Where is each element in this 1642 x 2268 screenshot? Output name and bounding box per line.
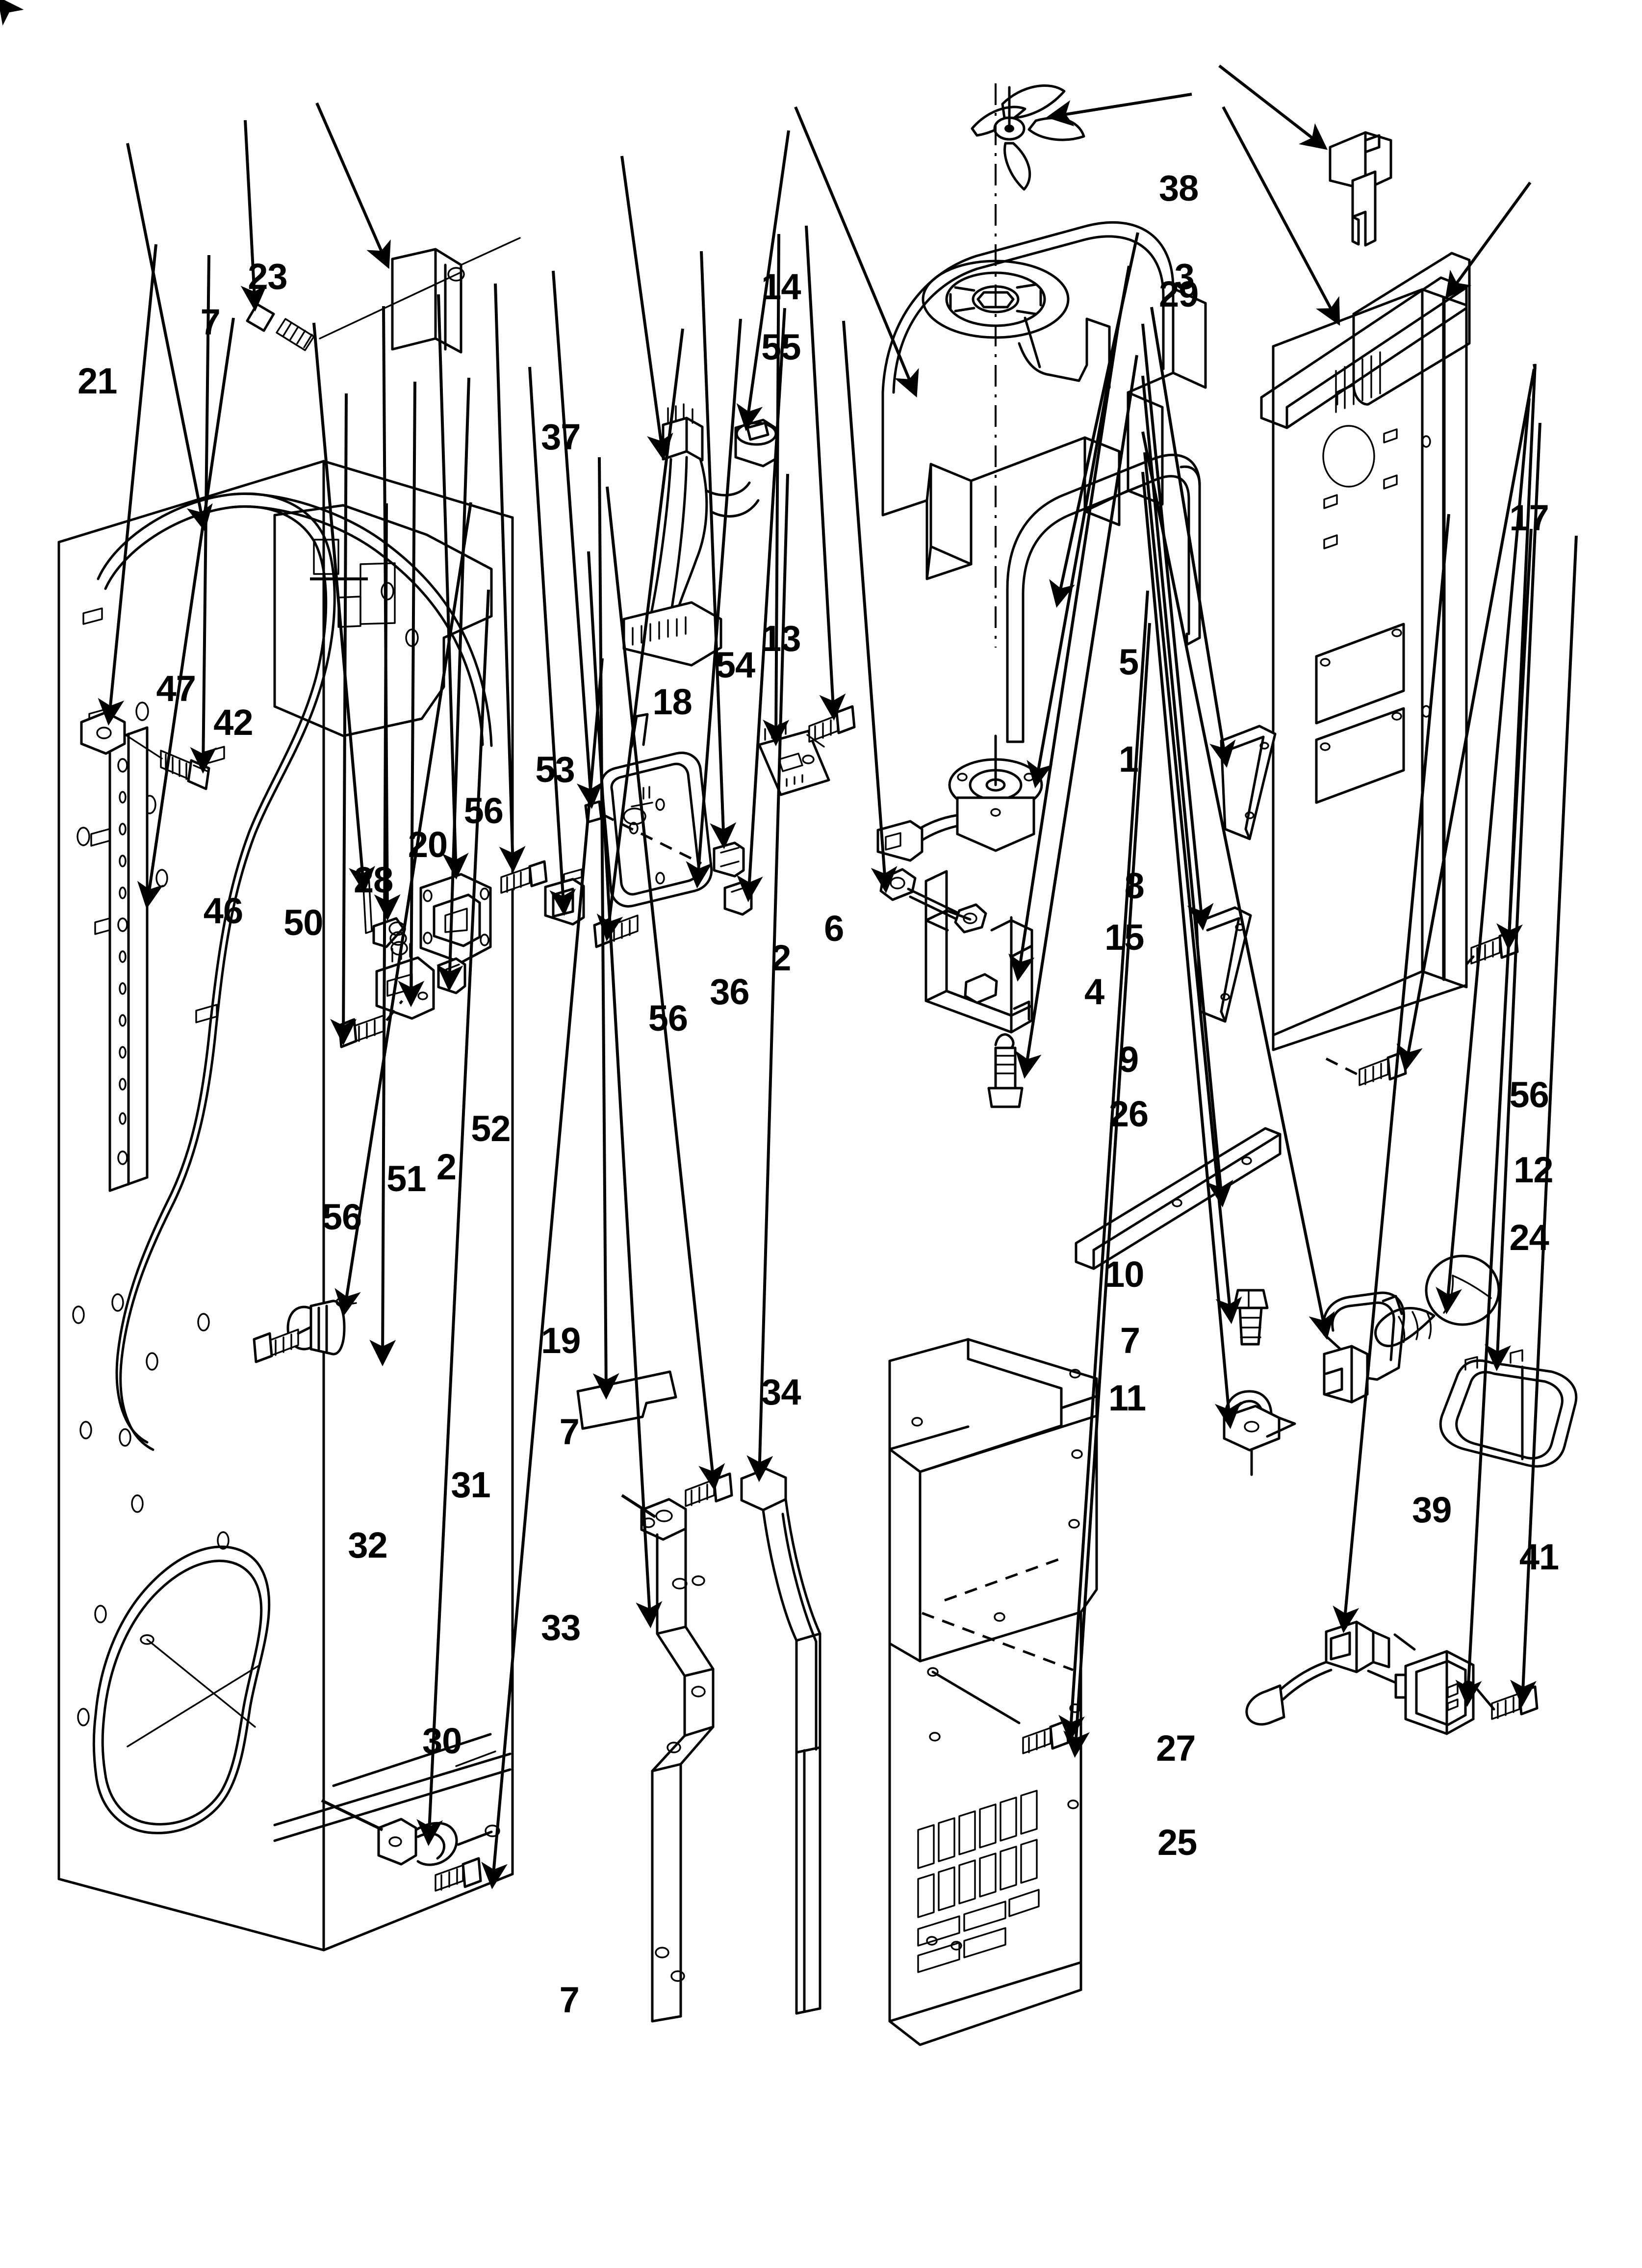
callout-24-light-lens-cover: 24 [1509, 1217, 1549, 1258]
part-1-evaporator-fan-motor [876, 734, 1043, 862]
part-19-insulation-pad [576, 1370, 677, 1430]
callout-34-handle-trim-rail: 34 [761, 1372, 801, 1412]
callout-31-grommet-bushing: 31 [451, 1464, 490, 1505]
callout-7-screw: 7 [559, 1980, 580, 2020]
callout-7-screw: 7 [559, 1411, 580, 1452]
part-14-fan-shroud-housing [881, 83, 1207, 648]
callout-2-grommet: 2 [771, 938, 791, 978]
part-32-screw-mount [253, 1326, 311, 1363]
part-34-handle-trim-rail [740, 1467, 821, 2015]
callout-46-shelf-support-ladder-rail: 46 [203, 890, 243, 931]
callout-14-fan-shroud-housing: 14 [761, 266, 801, 307]
part-20-dispenser-housing-plate [419, 873, 492, 964]
callout-41-control-switch-module: 41 [1519, 1537, 1559, 1577]
callout-39-thermistor-lead: 39 [1412, 1489, 1452, 1530]
callout-56-screw-washer-head: 56 [1509, 1074, 1549, 1115]
callout-25-rear-access-vent-panel: 25 [1157, 1822, 1197, 1863]
part-46-shelf-support-ladder-rail [108, 726, 149, 1192]
part-9-screw-pan-head [987, 1033, 1024, 1108]
part-26-kick-trim-rail [1075, 1127, 1282, 1270]
callout-37-wiring-harness: 37 [541, 417, 581, 457]
callout-7-screw: 7 [1120, 1320, 1140, 1361]
part-25-rear-access-vent-panel [888, 1338, 1098, 2046]
callout-33-hinge-support-bracket: 33 [541, 1607, 581, 1648]
callout-56-screw-washer-head: 56 [463, 790, 504, 831]
callout-42-screw-rail: 42 [213, 702, 253, 743]
part-21-freezer-outer-cabinet [57, 460, 514, 1952]
callout-15-liner-trim-strip-lower: 15 [1104, 917, 1144, 958]
callout-5-air-duct-baffle: 5 [1118, 642, 1139, 682]
callout-19-insulation-pad: 19 [541, 1320, 581, 1361]
callout-51-switch-assembly: 51 [386, 1158, 426, 1199]
callout-56-screw-washer-head: 56 [648, 998, 688, 1039]
callout-11-wire-clamp: 11 [1108, 1378, 1146, 1418]
callout-47-rail-top-clip: 47 [156, 668, 196, 709]
callout-32-screw-mount: 32 [348, 1525, 387, 1565]
callout-36-cover-gasket-plate: 36 [710, 971, 749, 1012]
part-54-circuit-board [758, 722, 830, 796]
callout-4-fan-motor-bracket: 4 [1084, 971, 1104, 1012]
part-7-screw-b [435, 1857, 482, 1892]
callout-52-retainer-cap: 52 [471, 1108, 511, 1149]
leader-lines [98, 64, 1578, 1889]
callout-54-circuit-board: 54 [715, 645, 755, 685]
callout-3-fan-blade: 3 [1174, 256, 1195, 297]
callout-29-top-rail-bar: 29 [1158, 274, 1199, 314]
callout-38-connector-block: 38 [1158, 168, 1199, 209]
callout-12-light-bulb: 12 [1514, 1149, 1553, 1190]
part-56-screw-washer-head-a [500, 860, 548, 894]
callout-53-cover-plate-frame: 53 [535, 749, 575, 790]
callout-7-screw: 7 [200, 302, 221, 342]
callout-8-liner-trim-strip-upper: 8 [1124, 865, 1145, 906]
callout-1-evaporator-fan-motor: 1 [1118, 739, 1139, 780]
callout-55-thermostat-bulb-cap: 55 [761, 327, 801, 367]
callout-26-kick-trim-rail: 26 [1108, 1094, 1149, 1134]
callout-6-motor-ground-strap: 6 [824, 908, 844, 949]
part-29-top-rail-bar [1260, 252, 1471, 429]
part-2-grommet-b [723, 881, 753, 916]
callout-50-linkage-rod: 50 [283, 902, 323, 943]
leader-stems [310, 364, 1537, 1831]
part-38-connector-block [1329, 131, 1392, 247]
part-55-thermostat-bulb-cap [734, 418, 778, 468]
callout-30-tube-retainer-clip: 30 [422, 1721, 462, 1761]
callout-9-screw-pan-head: 9 [1118, 1039, 1139, 1080]
callout-27-screw-hex-head: 27 [1156, 1728, 1196, 1769]
callout-13-screw-board-mount: 13 [761, 618, 801, 659]
callout-28-pin: 28 [354, 860, 393, 900]
callout-21-freezer-outer-cabinet: 21 [77, 361, 117, 401]
callout-17-freezer-door-liner-panel: 17 [1509, 497, 1549, 538]
callout-20-dispenser-housing-plate: 20 [408, 824, 448, 865]
callout-23-corner-bracket: 23 [248, 256, 287, 297]
part-18-spacer-sleeve [713, 841, 745, 878]
part-47-rail-top-clip [80, 711, 126, 755]
callout-18-spacer-sleeve: 18 [652, 681, 693, 722]
part-2-grommet-a [437, 957, 466, 994]
callout-2-grommet: 2 [436, 1147, 457, 1187]
callout-10-light-socket: 10 [1104, 1254, 1144, 1295]
callout-56-screw-washer-head: 56 [322, 1197, 362, 1237]
